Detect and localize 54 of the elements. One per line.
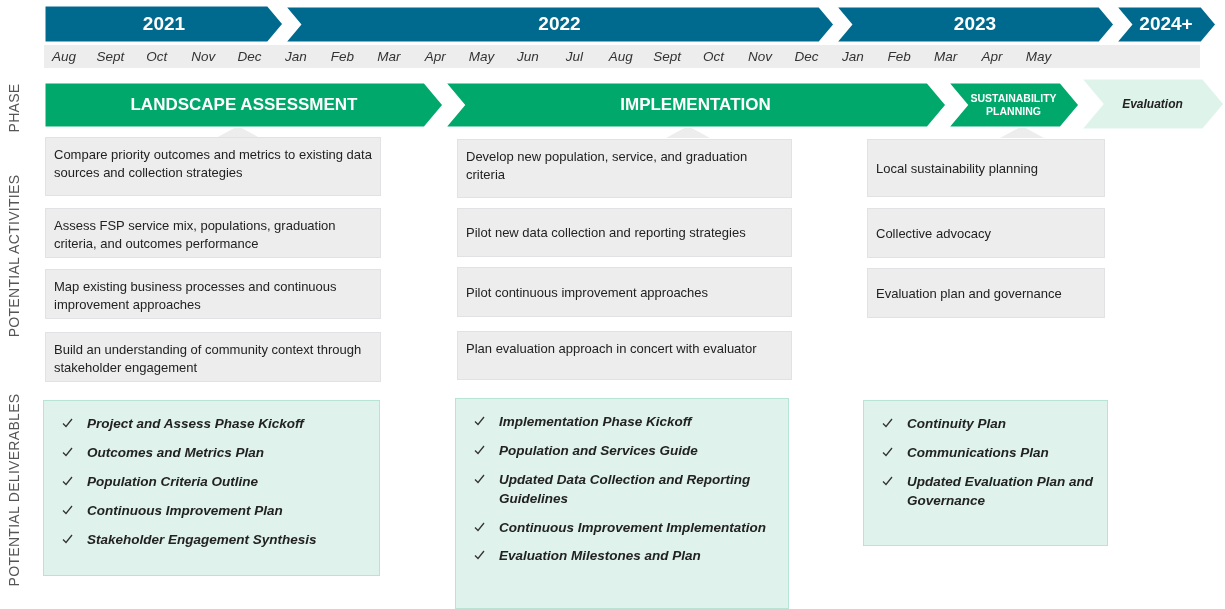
phase-banner: Evaluation bbox=[1080, 78, 1225, 130]
month-label: Aug bbox=[52, 49, 76, 64]
month-label: Aug bbox=[608, 49, 633, 64]
month-label: Jun bbox=[517, 49, 539, 64]
deliverable-text: Population Criteria Outline bbox=[87, 472, 258, 491]
activity-box: Build an understanding of community context through stakeholder engagement bbox=[45, 332, 381, 382]
month-label: Jan bbox=[841, 49, 864, 64]
year-banner: 2021 bbox=[44, 5, 284, 43]
deliverable-text: Project and Assess Phase Kickoff bbox=[87, 415, 304, 433]
activity-box: Evaluation plan and governance bbox=[867, 268, 1105, 318]
deliverable-text: Continuous Improvement Plan bbox=[87, 501, 283, 520]
deliverable-text: Implementation Phase Kickoff bbox=[499, 413, 692, 431]
month-label: Dec bbox=[794, 49, 819, 64]
month-label: Feb bbox=[330, 49, 354, 64]
month-label: Sept bbox=[96, 49, 125, 64]
row-heading: PHASE bbox=[6, 83, 22, 133]
month-label: Mar bbox=[377, 49, 401, 64]
month-label: Nov bbox=[191, 49, 216, 64]
deliverable-text: Continuous Improvement Implementation bbox=[499, 518, 766, 537]
activity-box: Pilot continuous improvement approaches bbox=[457, 267, 792, 317]
month-label: Oct bbox=[703, 49, 725, 64]
activity-box: Plan evaluation approach in concert with evaluator bbox=[457, 331, 792, 380]
activity-box: Collective advocacy bbox=[867, 208, 1105, 258]
month-label: Apr bbox=[424, 49, 446, 64]
activity-box: Pilot new data collection and reporting strategies bbox=[457, 208, 792, 257]
month-label: May bbox=[468, 49, 495, 64]
month-label: Dec bbox=[237, 49, 262, 64]
deliverable-text: Stakeholder Engagement Synthesis bbox=[87, 530, 317, 549]
month-label: May bbox=[1025, 49, 1052, 64]
deliverable-text: Population and Services Guide bbox=[499, 441, 698, 460]
activity-box: Assess FSP service mix, populations, graduation criteria, and outcomes performance bbox=[45, 208, 381, 258]
phase-banner: LANDSCAPE ASSESSMENT bbox=[44, 82, 444, 128]
month-label: Jul bbox=[565, 49, 583, 64]
phase-banner: SUSTAINABILITY PLANNING bbox=[947, 82, 1080, 128]
year-banner: 2024+ bbox=[1115, 6, 1217, 43]
row-heading: POTENTIAL ACTIVITIES bbox=[6, 174, 22, 338]
month-label: Sept bbox=[653, 49, 682, 64]
deliverables-box bbox=[455, 398, 789, 609]
month-label: Jan bbox=[285, 49, 307, 64]
deliverable-text: Continuity Plan bbox=[907, 415, 1006, 433]
month-label: Nov bbox=[748, 49, 772, 64]
month-label: Mar bbox=[933, 49, 958, 64]
month-label: Feb bbox=[887, 49, 911, 64]
row-heading: POTENTIAL DELIVERABLES bbox=[6, 393, 22, 587]
deliverable-text: Updated Data Collection and Reporting Guidelines bbox=[499, 470, 752, 508]
activity-box: Map existing business processes and continuous improvement approaches bbox=[45, 269, 381, 319]
deliverable-text: Evaluation Milestones and Plan bbox=[499, 547, 701, 566]
deliverable-text: Outcomes and Metrics Plan bbox=[87, 443, 265, 462]
month-label: Apr bbox=[981, 49, 1003, 64]
month-label: Oct bbox=[146, 49, 168, 64]
deliverables-box bbox=[43, 400, 380, 576]
deliverable-text: Communications Plan bbox=[907, 443, 1049, 462]
deliverables-box bbox=[863, 400, 1108, 546]
deliverable-text: Updated Evaluation Plan and Governance bbox=[907, 472, 1095, 510]
